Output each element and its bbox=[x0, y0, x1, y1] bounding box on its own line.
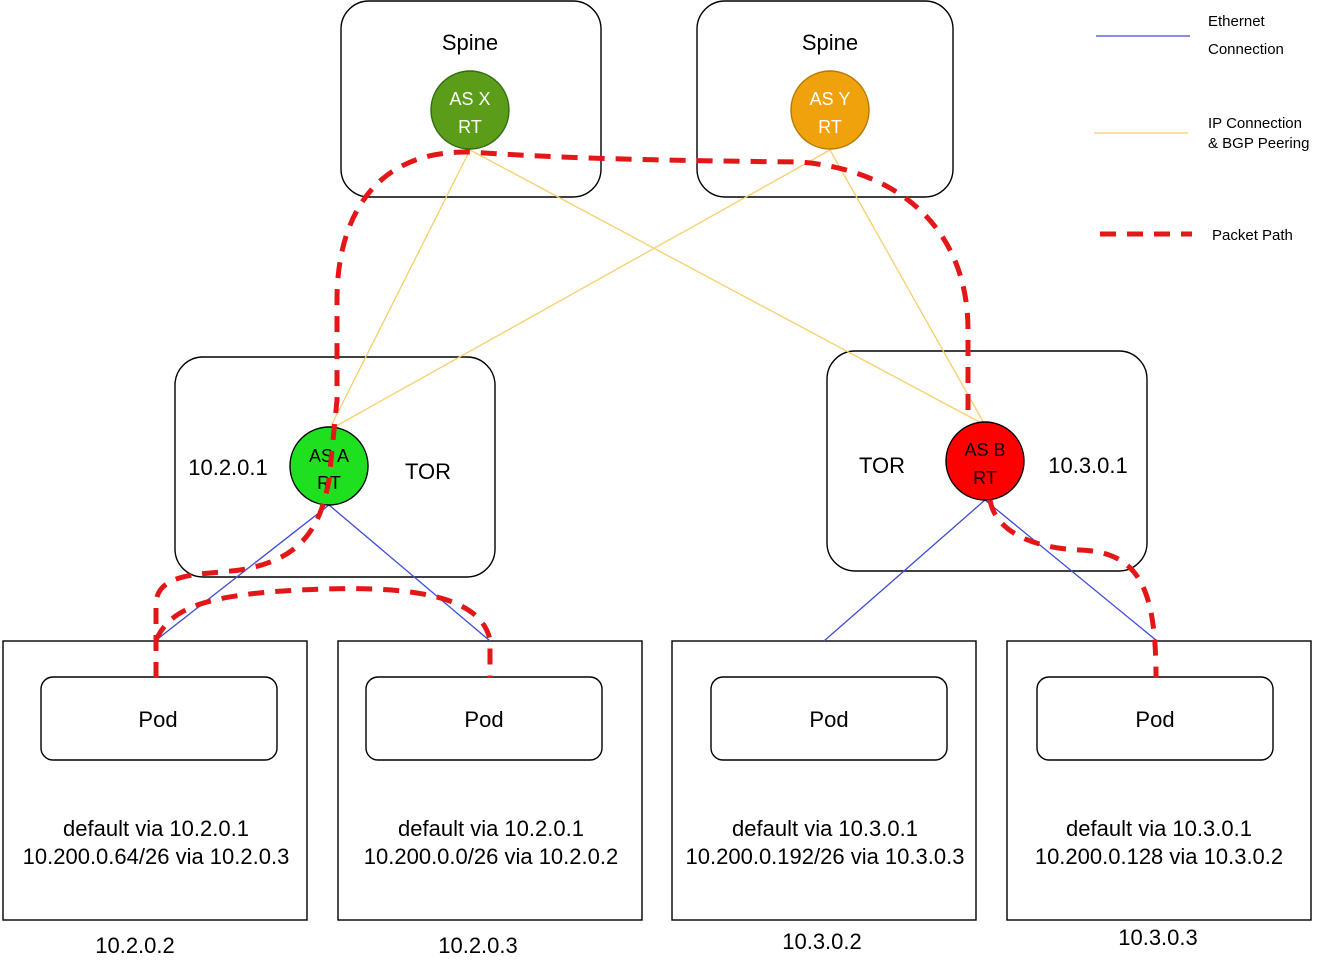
eth-link-b-host3 bbox=[823, 499, 986, 642]
router-as-x-rt: RT bbox=[458, 117, 482, 137]
host-1-route-1: default via 10.2.0.1 bbox=[63, 816, 249, 841]
host-4-route-2: 10.200.0.128 via 10.3.0.2 bbox=[1035, 844, 1283, 869]
router-as-y-circle bbox=[790, 70, 870, 150]
packet-path-spine-route bbox=[153, 149, 971, 678]
tor-left-ip: 10.2.0.1 bbox=[188, 455, 268, 480]
ip-bgp-connections bbox=[328, 149, 986, 431]
pod-1-label: Pod bbox=[138, 707, 177, 732]
ip-link-y-b bbox=[829, 149, 986, 426]
eth-link-a-host1 bbox=[154, 504, 330, 642]
ip-link-x-a bbox=[328, 149, 471, 431]
host-2: Pod default via 10.2.0.1 10.200.0.0/26 v… bbox=[337, 640, 643, 958]
host-3-ip: 10.3.0.2 bbox=[782, 929, 862, 954]
host-2-route-1: default via 10.2.0.1 bbox=[398, 816, 584, 841]
pod-2-label: Pod bbox=[464, 707, 503, 732]
legend-ip-line1: IP Connection bbox=[1208, 115, 1302, 132]
legend-packet-path-label: Packet Path bbox=[1212, 227, 1293, 244]
legend: Ethernet Connection IP Connection & BGP … bbox=[1094, 13, 1309, 244]
eth-link-b-host4 bbox=[984, 499, 1158, 642]
ip-link-x-b bbox=[469, 149, 986, 426]
host-3-route-1: default via 10.3.0.1 bbox=[732, 816, 918, 841]
pod-3-box bbox=[710, 676, 948, 761]
pod-4-label: Pod bbox=[1135, 707, 1174, 732]
legend-ethernet-line2: Connection bbox=[1208, 41, 1284, 58]
router-as-b: AS B RT bbox=[945, 421, 1025, 501]
router-as-y-label: AS Y bbox=[810, 89, 851, 109]
packet-path-dest-route bbox=[987, 499, 1159, 679]
tor-right-title: TOR bbox=[859, 453, 905, 478]
router-as-x: AS X RT bbox=[430, 70, 510, 150]
host-4: Pod default via 10.3.0.1 10.200.0.128 vi… bbox=[1006, 640, 1312, 950]
pod-3-label: Pod bbox=[809, 707, 848, 732]
router-as-b-circle bbox=[945, 421, 1025, 501]
host-1: Pod default via 10.2.0.1 10.200.0.64/26 … bbox=[2, 640, 308, 958]
host-2-route-2: 10.200.0.0/26 via 10.2.0.2 bbox=[364, 844, 618, 869]
router-as-b-label: AS B bbox=[964, 440, 1005, 460]
router-as-x-label: AS X bbox=[449, 89, 490, 109]
ethernet-connections bbox=[154, 499, 1158, 642]
spine-left-title: Spine bbox=[442, 30, 498, 55]
host-3: Pod default via 10.3.0.1 10.200.0.192/26… bbox=[671, 640, 977, 954]
host-3-route-2: 10.200.0.192/26 via 10.3.0.3 bbox=[686, 844, 965, 869]
router-as-y: AS Y RT bbox=[790, 70, 870, 150]
pod-2-box bbox=[365, 676, 603, 761]
packet-path-local-route bbox=[153, 586, 493, 678]
legend-ethernet-line1: Ethernet bbox=[1208, 13, 1266, 30]
ip-link-y-a bbox=[328, 149, 831, 431]
host-4-route-1: default via 10.3.0.1 bbox=[1066, 816, 1252, 841]
router-as-y-rt: RT bbox=[818, 117, 842, 137]
host-4-ip: 10.3.0.3 bbox=[1118, 925, 1198, 950]
legend-ip-line2: & BGP Peering bbox=[1208, 135, 1309, 152]
router-as-x-circle bbox=[430, 70, 510, 150]
host-1-ip: 10.2.0.2 bbox=[95, 933, 175, 958]
spine-right-title: Spine bbox=[802, 30, 858, 55]
packet-path bbox=[153, 149, 1159, 679]
host-2-ip: 10.2.0.3 bbox=[438, 933, 518, 958]
host-1-route-2: 10.200.0.64/26 via 10.2.0.3 bbox=[23, 844, 290, 869]
tor-left-title: TOR bbox=[405, 459, 451, 484]
router-as-b-rt: RT bbox=[973, 468, 997, 488]
eth-link-a-host2 bbox=[328, 504, 491, 642]
tor-right-ip: 10.3.0.1 bbox=[1048, 453, 1128, 478]
pod-1-box bbox=[40, 676, 278, 761]
